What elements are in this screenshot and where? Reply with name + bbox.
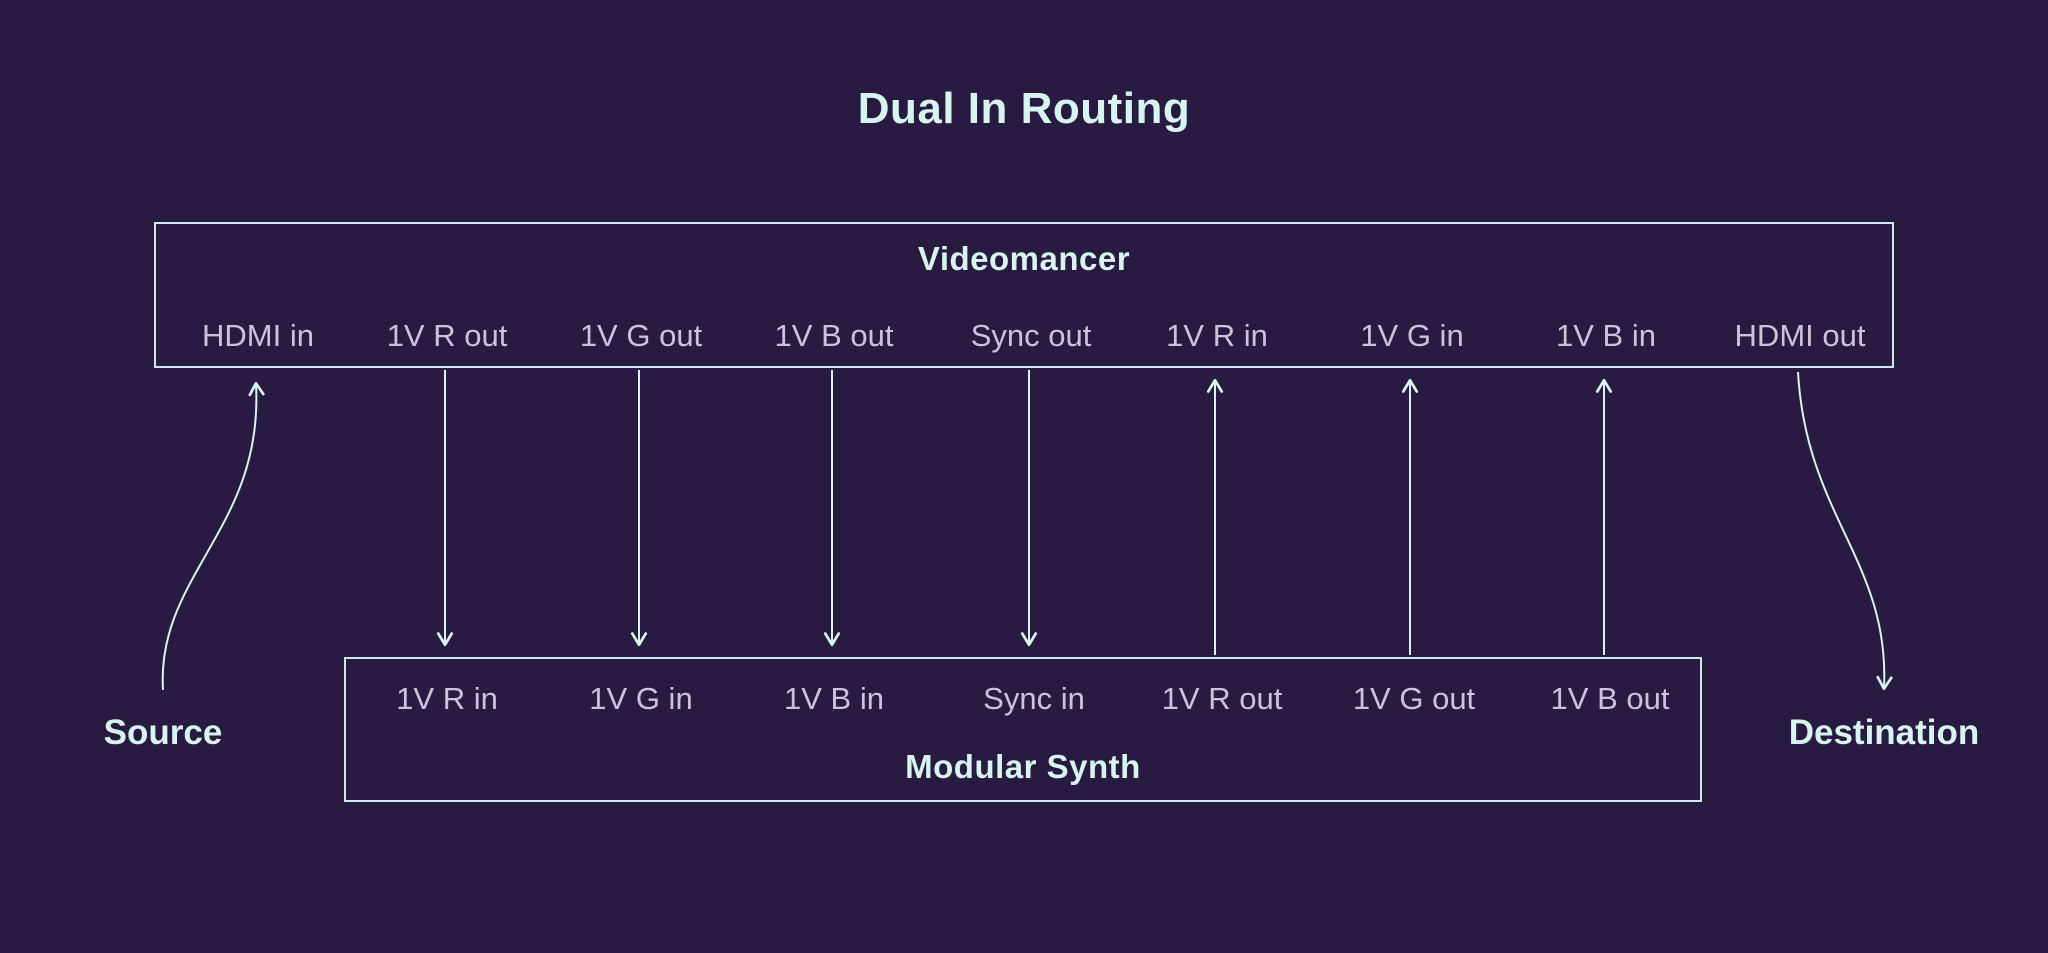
port-vm-1v-g-in: 1V G in (1360, 318, 1464, 353)
source-label: Source (103, 713, 223, 752)
port-vm-1v-r-out: 1V R out (386, 318, 508, 353)
destination-label: Destination (1788, 713, 1980, 752)
port-vm-hdmi-in: HDMI in (202, 318, 314, 353)
arrow-hdmi-out-to-destination (1797, 371, 1893, 691)
port-ms-1v-r-in: 1V R in (396, 681, 498, 716)
port-vm-hdmi-out: HDMI out (1734, 318, 1866, 353)
videomancer-box: Videomancer HDMI in 1V R out 1V G out 1V… (154, 222, 1894, 368)
modular-synth-title: Modular Synth (905, 748, 1141, 785)
port-ms-1v-r-out: 1V R out (1161, 681, 1283, 716)
videomancer-title: Videomancer (917, 240, 1131, 277)
port-ms-1v-b-out: 1V B out (1550, 681, 1670, 716)
arrow-source-to-hdmi-in (161, 381, 265, 691)
modular-synth-box: 1V R in 1V G in 1V B in Sync in 1V R out… (344, 657, 1702, 802)
diagram-title: Dual In Routing (857, 84, 1191, 133)
port-vm-1v-g-out: 1V G out (579, 318, 703, 353)
port-vm-1v-b-in: 1V B in (1556, 318, 1656, 353)
port-ms-1v-g-out: 1V G out (1352, 681, 1476, 716)
port-ms-sync-in: Sync in (983, 681, 1085, 716)
port-vm-1v-r-in: 1V R in (1166, 318, 1268, 353)
port-ms-1v-g-in: 1V G in (589, 681, 693, 716)
port-vm-sync-out: Sync out (970, 318, 1092, 353)
port-ms-1v-b-in: 1V B in (784, 681, 884, 716)
port-vm-1v-b-out: 1V B out (774, 318, 894, 353)
